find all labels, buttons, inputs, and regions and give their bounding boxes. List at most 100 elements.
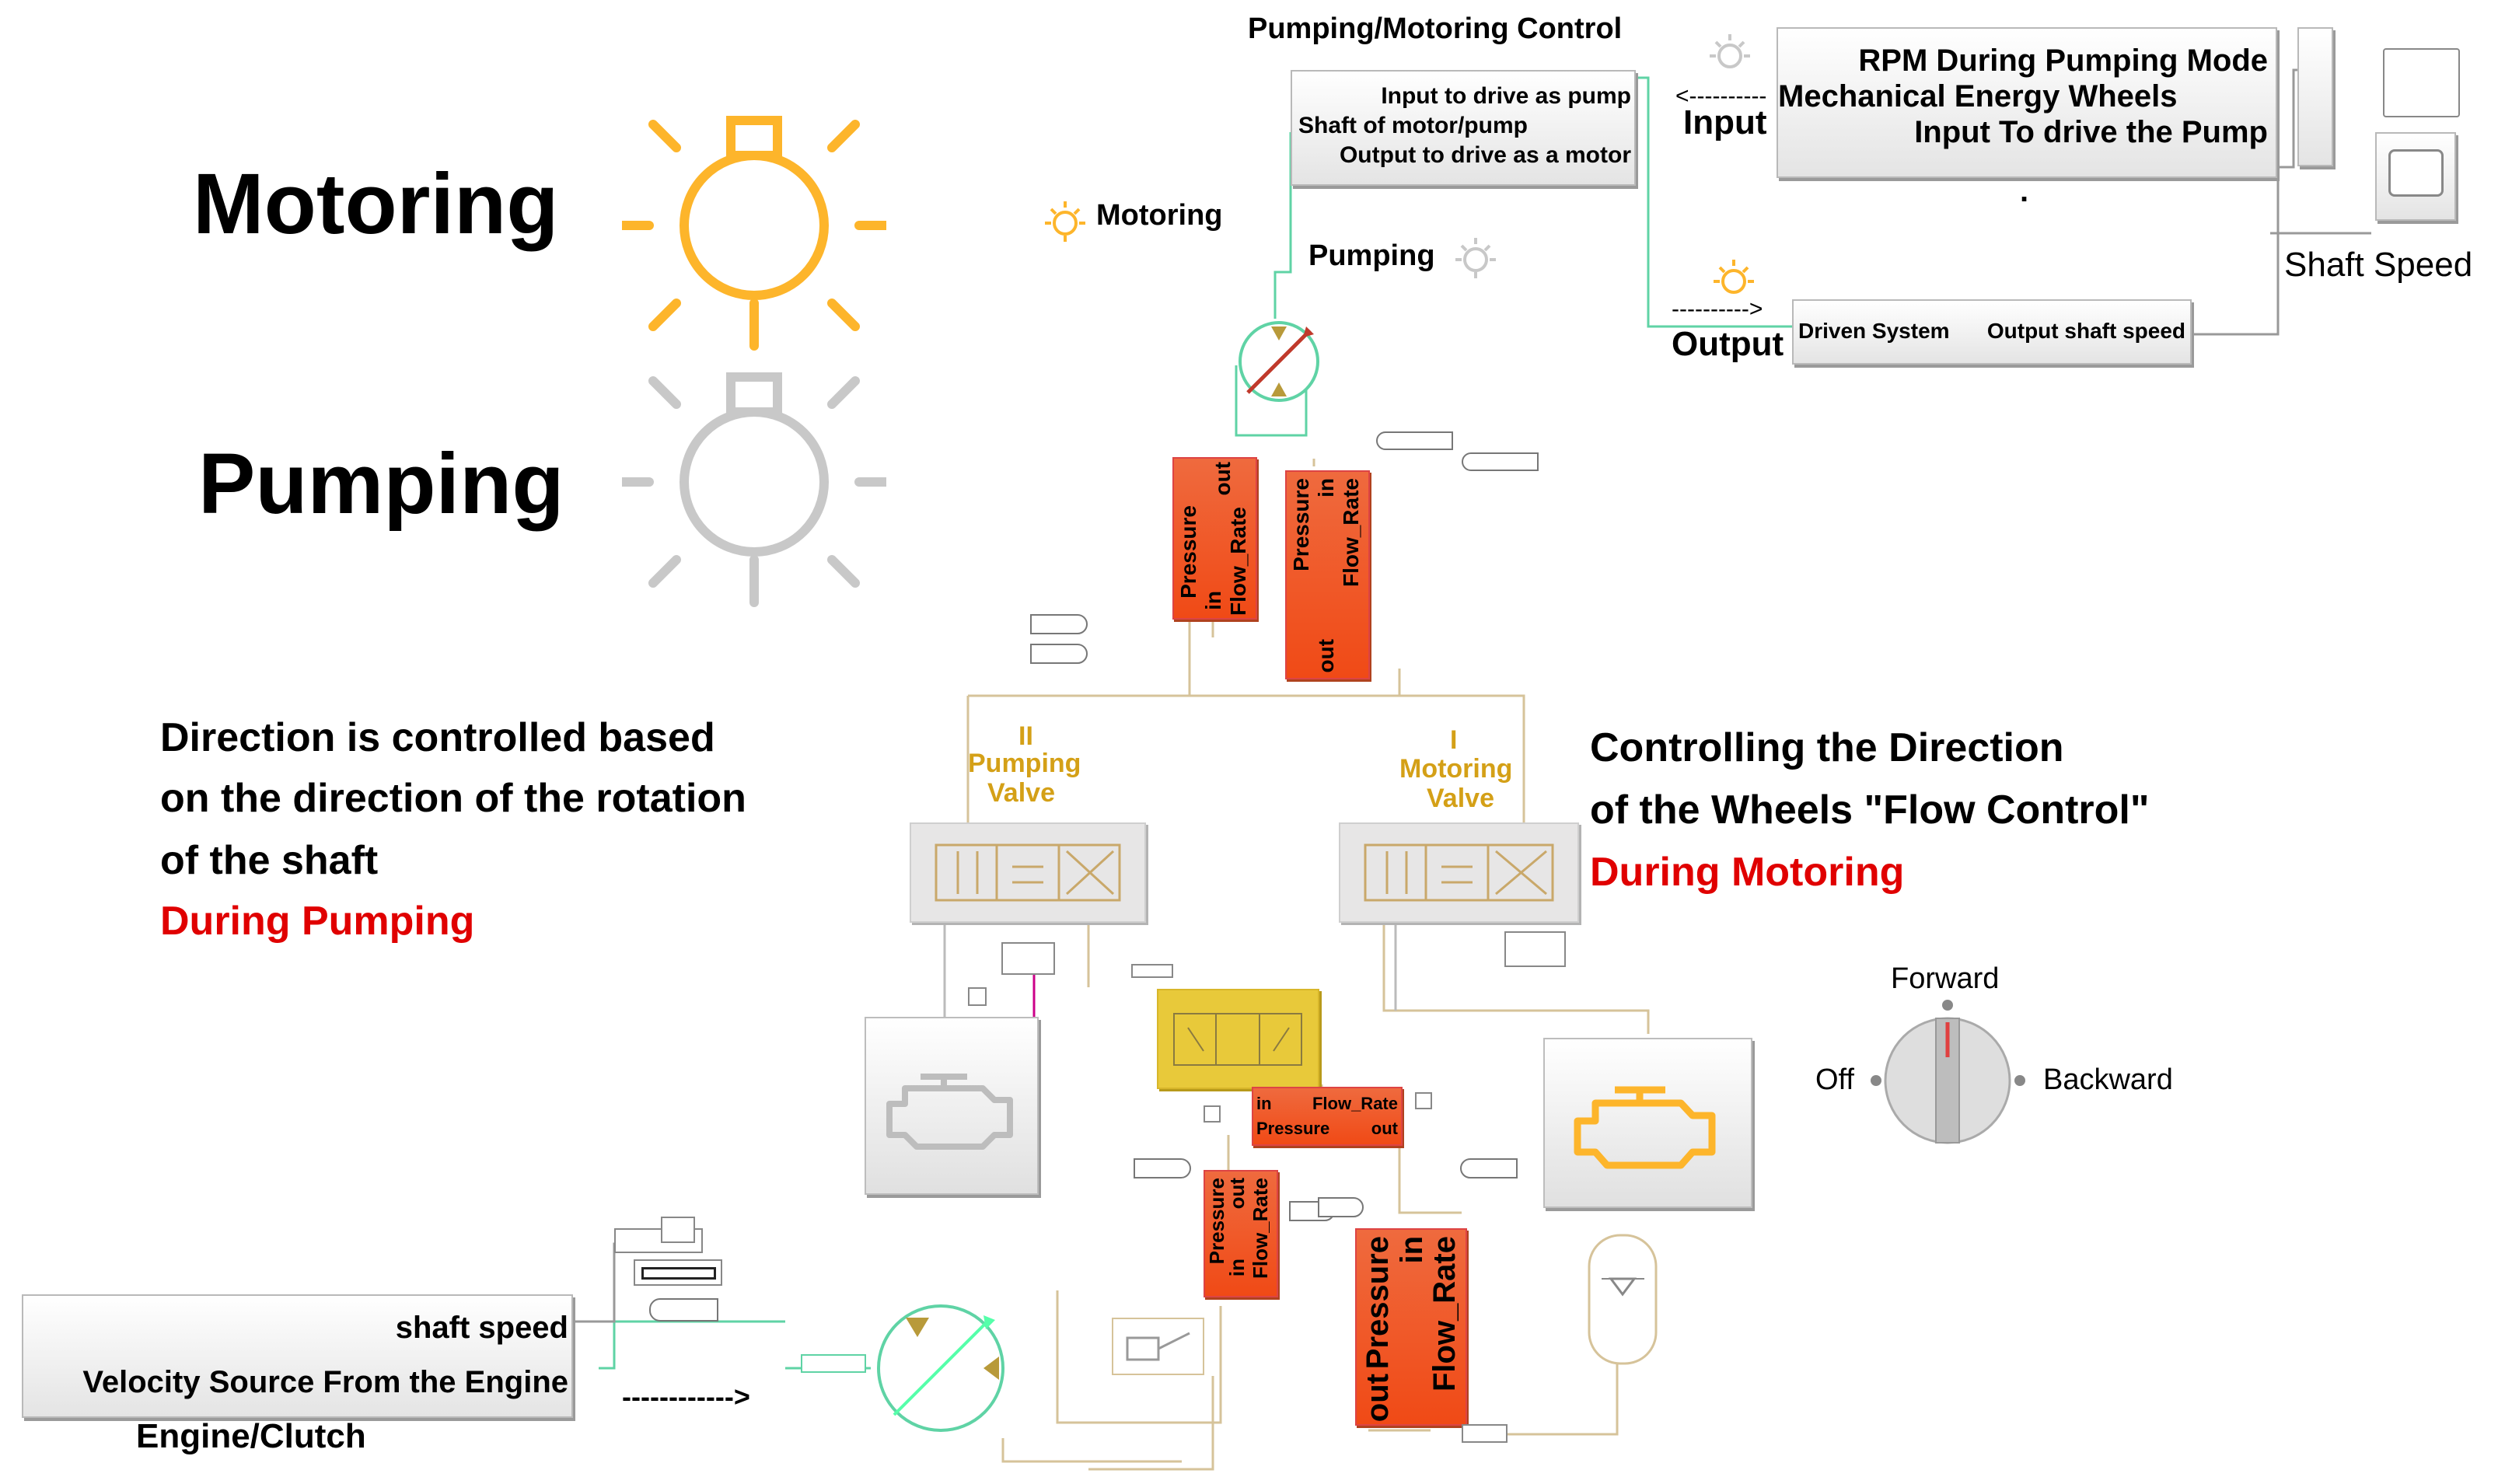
engine-icon-gray	[886, 1074, 1013, 1150]
flow-control-valve-symbol-icon	[1173, 1013, 1302, 1066]
upper-right-sensor[interactable]: Pressure in Flow_Rate out	[1285, 470, 1370, 679]
lower-right-sensor[interactable]: Pressure in out Flow_Rate	[1355, 1228, 1467, 1426]
input-line-3: Input To drive the Pump	[1914, 115, 2268, 149]
legend-motoring-label: Motoring	[193, 156, 559, 252]
goto-tag-5[interactable]	[1318, 1197, 1364, 1217]
flow-control-valve[interactable]	[1157, 989, 1319, 1089]
goto-tag-2[interactable]	[1030, 644, 1088, 664]
from-tag-3[interactable]	[1460, 1158, 1518, 1178]
display-bar	[641, 1267, 716, 1280]
knob-forward-dot	[1942, 1000, 1953, 1011]
pumping-lamp-icon	[1455, 238, 1496, 278]
note-right-line2: of the Wheels "Flow Control"	[1590, 787, 2150, 833]
note-left-line1: Direction is controlled based	[160, 715, 715, 760]
small-port-2[interactable]	[1131, 964, 1173, 978]
small-port-3[interactable]	[1204, 1105, 1221, 1123]
motoring-valve-line2: Valve	[1427, 784, 1494, 813]
pumping-valve-num: II	[1018, 721, 1033, 751]
output-label: Output	[1672, 325, 1784, 363]
pumping-valve[interactable]	[910, 822, 1146, 923]
lr-pressure: Pressure	[1361, 1236, 1395, 1370]
motoring-valve-symbol-icon	[1364, 843, 1554, 902]
lower-left-sensor[interactable]: Pressure in out Flow_Rate	[1204, 1170, 1278, 1297]
ur-in: in	[1314, 478, 1338, 498]
ur-pressure: Pressure	[1289, 478, 1313, 571]
scope-screen	[2388, 149, 2444, 197]
mux-block[interactable]	[2297, 27, 2333, 166]
engine-block-left[interactable]	[865, 1017, 1039, 1195]
upper-left-sensor[interactable]: Pressure in Flow_Rate out	[1172, 457, 1257, 620]
control-title: Pumping/Motoring Control	[1248, 12, 1623, 45]
scope-block[interactable]	[2375, 132, 2456, 221]
ul-flow: Flow_Rate	[1226, 507, 1250, 616]
engine-icon-orange	[1574, 1086, 1716, 1169]
ul-in: in	[1201, 591, 1225, 610]
small-port-1[interactable]	[968, 987, 987, 1006]
knob-backward-dot	[2014, 1075, 2025, 1086]
shaft-speed-label: Shaft Speed	[2284, 246, 2473, 284]
ul-pressure: Pressure	[1176, 505, 1200, 599]
note-left-line2: on the direction of the rotation	[160, 776, 746, 821]
output-arrow: ---------->	[1672, 296, 1763, 322]
green-wire-output	[1625, 76, 1796, 328]
ll-flow: Flow_Rate	[1249, 1178, 1272, 1280]
valve-signal-block-right[interactable]	[1504, 931, 1566, 967]
note-right-line1: Controlling the Direction	[1590, 725, 2064, 770]
input-label: Input	[1683, 103, 1767, 141]
motoring-valve-line1: Motoring	[1399, 754, 1513, 784]
middle-sensor[interactable]: in Flow_Rate Pressure out	[1252, 1087, 1403, 1146]
input-arrow: <----------	[1675, 83, 1767, 109]
main-pump-icon[interactable]	[863, 1298, 1018, 1438]
input-lamp-icon	[1710, 34, 1750, 68]
ll-pressure: Pressure	[1205, 1178, 1228, 1265]
goto-tag-1[interactable]	[1030, 614, 1088, 634]
ul-out: out	[1211, 462, 1235, 496]
direction-knob[interactable]	[1858, 999, 2037, 1154]
goto-tag-3[interactable]	[1134, 1158, 1191, 1178]
output-port-box[interactable]	[2383, 48, 2460, 117]
mid-pressure: Pressure	[1256, 1119, 1330, 1138]
pump-motor-unit-icon[interactable]	[1228, 311, 1329, 412]
pump-shaft-coupling[interactable]	[801, 1354, 866, 1373]
port-shaft-speed: shaft speed	[395, 1311, 568, 1345]
input-dot: .	[2020, 174, 2029, 208]
pumping-valve-symbol-icon	[935, 843, 1121, 902]
control-block[interactable]: Input to drive as pump Shaft of motor/pu…	[1291, 70, 1636, 186]
valve-signal-block-left[interactable]	[1001, 942, 1055, 975]
lr-flow: Flow_Rate	[1427, 1236, 1462, 1392]
accumulator-icon[interactable]	[1586, 1232, 1660, 1368]
small-port-5[interactable]	[1462, 1424, 1508, 1443]
mid-in: in	[1256, 1094, 1272, 1113]
port-shaft: Shaft of motor/pump	[1298, 113, 1528, 138]
motoring-valve[interactable]	[1339, 822, 1579, 923]
output-block[interactable]: Driven System Output shaft speed	[1792, 299, 2192, 365]
engine-clutch-block[interactable]: shaft speed Velocity Source From the Eng…	[22, 1294, 573, 1418]
relief-valve[interactable]	[1112, 1318, 1204, 1375]
port-output-shaft-speed: Output shaft speed	[1986, 319, 2185, 343]
display-bar-block[interactable]	[634, 1259, 722, 1286]
port-driven-system: Driven System	[1798, 319, 1950, 343]
small-port-4[interactable]	[1415, 1092, 1432, 1109]
ur-flow: Flow_Rate	[1339, 478, 1363, 588]
port-input-pump: Input to drive as pump	[1381, 83, 1631, 109]
knob-off-label: Off	[1815, 1063, 1854, 1096]
motoring-valve-num: I	[1450, 725, 1458, 755]
motoring-lamp-icon	[1045, 201, 1085, 242]
engine-arrow: ------------>	[622, 1381, 750, 1412]
from-tag-1[interactable]	[1376, 431, 1453, 450]
port-output-motor: Output to drive as a motor	[1339, 142, 1631, 168]
from-tag-2[interactable]	[1462, 452, 1539, 471]
input-line-1: RPM During Pumping Mode	[1858, 44, 2268, 78]
note-left-line3: of the shaft	[160, 838, 379, 883]
knob-forward-label: Forward	[1891, 962, 2000, 995]
legend-pumping-label: Pumping	[198, 436, 564, 532]
relief-valve-symbol-icon	[1126, 1332, 1190, 1361]
mid-out: out	[1371, 1119, 1398, 1138]
output-lamp-icon	[1714, 260, 1754, 294]
pumping-tag: Pumping	[1308, 239, 1435, 272]
display-screen[interactable]	[661, 1217, 695, 1243]
input-block[interactable]: RPM During Pumping Mode Mechanical Energ…	[1777, 27, 2277, 178]
engine-block-right[interactable]	[1543, 1038, 1752, 1208]
lr-out: out	[1361, 1374, 1395, 1423]
goto-tag-6[interactable]	[649, 1298, 718, 1322]
